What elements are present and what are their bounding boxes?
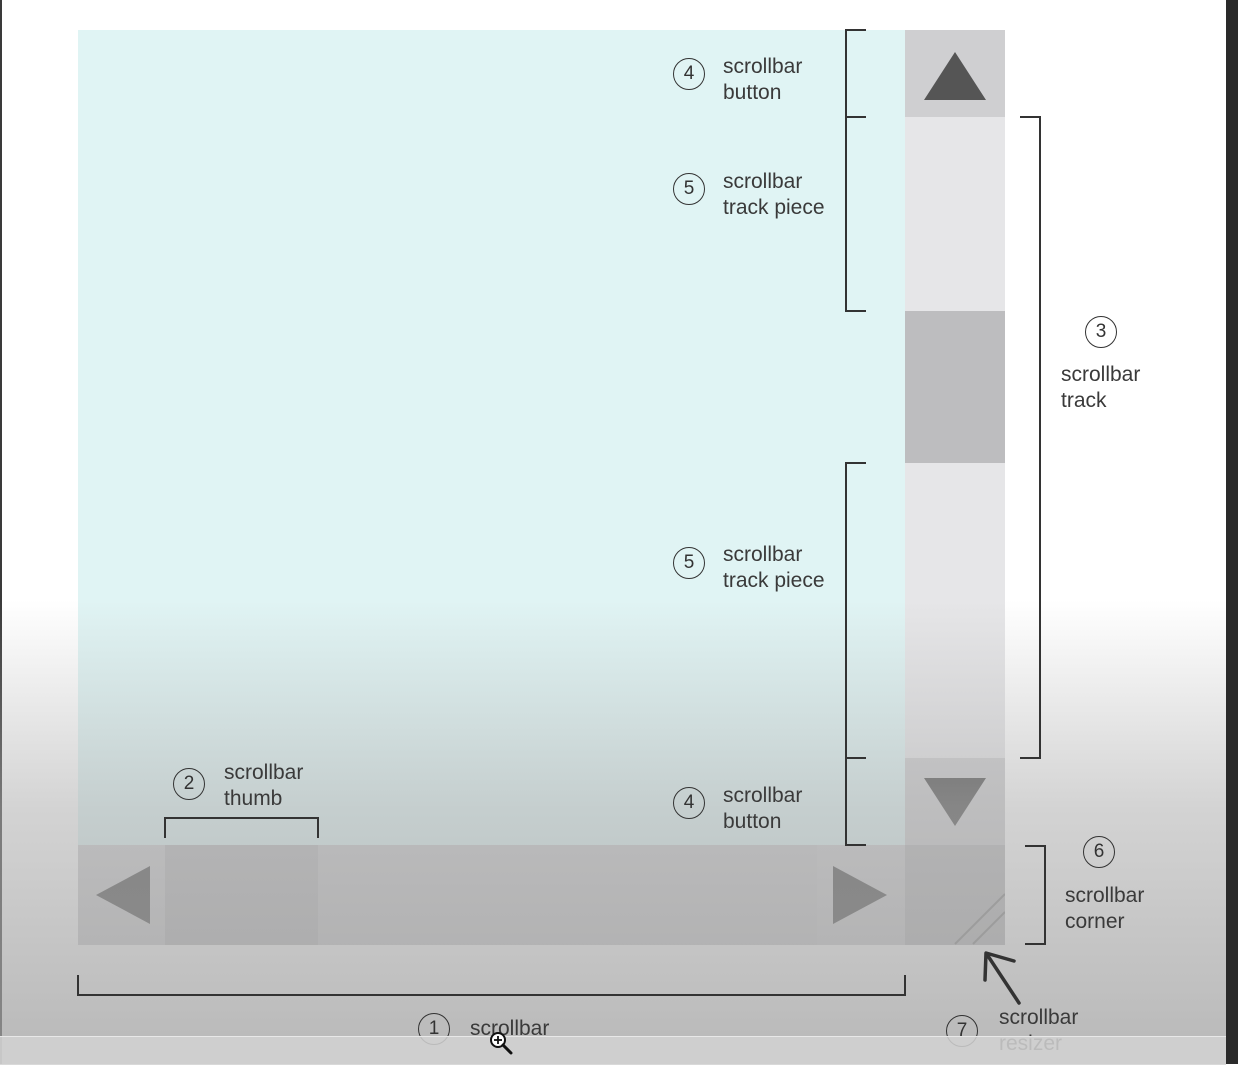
callout-label: scrollbar corner: [1065, 883, 1144, 935]
label-line: track: [1061, 389, 1107, 412]
label-line: scrollbar: [723, 784, 803, 807]
vertical-scrollbar-thumb[interactable]: [905, 311, 1005, 463]
label-line: corner: [1065, 910, 1125, 933]
label-line: scrollbar: [1065, 884, 1145, 907]
triangle-right-icon: [833, 866, 887, 924]
video-progress-bar[interactable]: [0, 1036, 1226, 1065]
left-window-edge: [0, 0, 2, 1064]
callout-number: 4: [673, 58, 705, 90]
vertical-track-piece-upper[interactable]: [905, 117, 1005, 311]
label-line: thumb: [224, 787, 283, 810]
label-line: scrollbar: [999, 1006, 1079, 1029]
label-line: scrollbar: [1061, 363, 1141, 386]
callout-label: scrollbar track piece: [723, 542, 825, 594]
diagonal-grip-icon[interactable]: [945, 890, 1005, 945]
right-window-edge: [1226, 0, 1238, 1064]
horizontal-scroll-right-button[interactable]: [817, 845, 905, 945]
callout-label: scrollbar thumb: [224, 760, 303, 812]
callout-number: 5: [673, 173, 705, 205]
horizontal-scrollbar-thumb[interactable]: [165, 845, 318, 945]
callout-label: scrollbar track: [1061, 362, 1140, 414]
callout-label: scrollbar: [470, 1017, 550, 1040]
triangle-down-icon: [924, 777, 986, 826]
callout-number: 4: [673, 787, 705, 819]
label-line: scrollbar: [723, 543, 803, 566]
vertical-track-piece-lower[interactable]: [905, 463, 1005, 758]
callout-number: 6: [1083, 836, 1115, 868]
triangle-up-icon: [924, 51, 986, 100]
label-line: track piece: [723, 569, 825, 592]
callout-number: 5: [673, 547, 705, 579]
magnifier-plus-icon: [490, 1032, 513, 1055]
callout-label: scrollbar button: [723, 783, 802, 835]
triangle-left-icon: [95, 866, 150, 924]
horizontal-scroll-left-button[interactable]: [78, 845, 165, 945]
label-line: scrollbar: [723, 55, 803, 78]
label-line: button: [723, 81, 782, 104]
label-line: button: [723, 810, 782, 833]
callout-number: 3: [1085, 316, 1117, 348]
label-line: track piece: [723, 196, 825, 219]
scrollable-content-area: [78, 30, 905, 845]
label-line: scrollbar: [224, 761, 304, 784]
vertical-scroll-down-button[interactable]: [905, 758, 1005, 845]
arrow-up-left-icon: [983, 951, 1021, 1005]
label-line: scrollbar: [723, 170, 803, 193]
callout-label: scrollbar track piece: [723, 169, 825, 221]
callout-number: 2: [173, 768, 205, 800]
vertical-scroll-up-button[interactable]: [905, 30, 1005, 117]
callout-label: scrollbar button: [723, 54, 802, 106]
